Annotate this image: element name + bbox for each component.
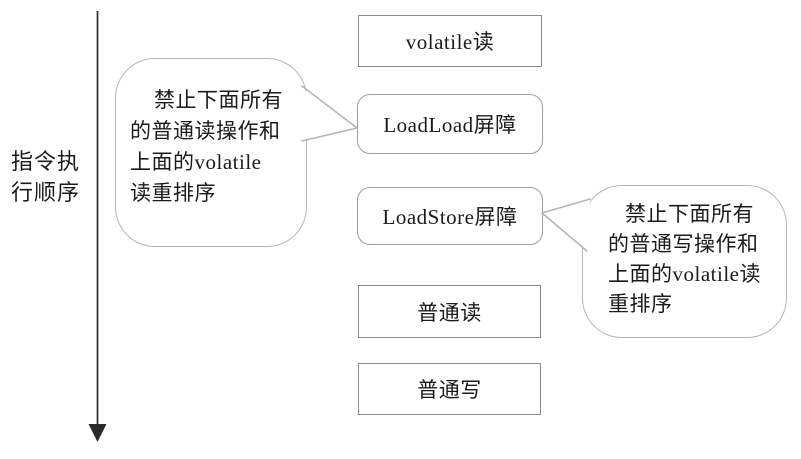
- callout-loadload-tail: [300, 85, 358, 142]
- box-normal-read-label: 普通读: [417, 300, 482, 325]
- box-normal-write-label: 普通写: [417, 378, 482, 402]
- box-volatile-read: volatile读: [358, 15, 542, 67]
- box-loadstore-barrier: LoadStore屏障: [357, 187, 543, 245]
- box-loadload-barrier-label: LoadLoad屏障: [383, 113, 517, 137]
- callout-loadstore-bubble: 禁止下面所有 的普通写操作和 上面的volatile读 重排序: [582, 185, 787, 338]
- box-loadload-barrier: LoadLoad屏障: [357, 94, 543, 154]
- execution-order-label: 指令执 行顺序: [11, 149, 81, 205]
- box-loadstore-barrier-label: LoadStore屏障: [382, 205, 518, 229]
- arrowhead-down-icon: [88, 424, 107, 442]
- box-normal-read: 普通读: [358, 285, 541, 338]
- box-normal-write: 普通写: [358, 363, 541, 415]
- box-volatile-read-label: volatile读: [405, 30, 495, 54]
- execution-order-arrow: [88, 11, 107, 442]
- callout-loadload-bubble: 禁止下面所有 的普通读操作和 上面的volatile 读重排序: [115, 58, 307, 247]
